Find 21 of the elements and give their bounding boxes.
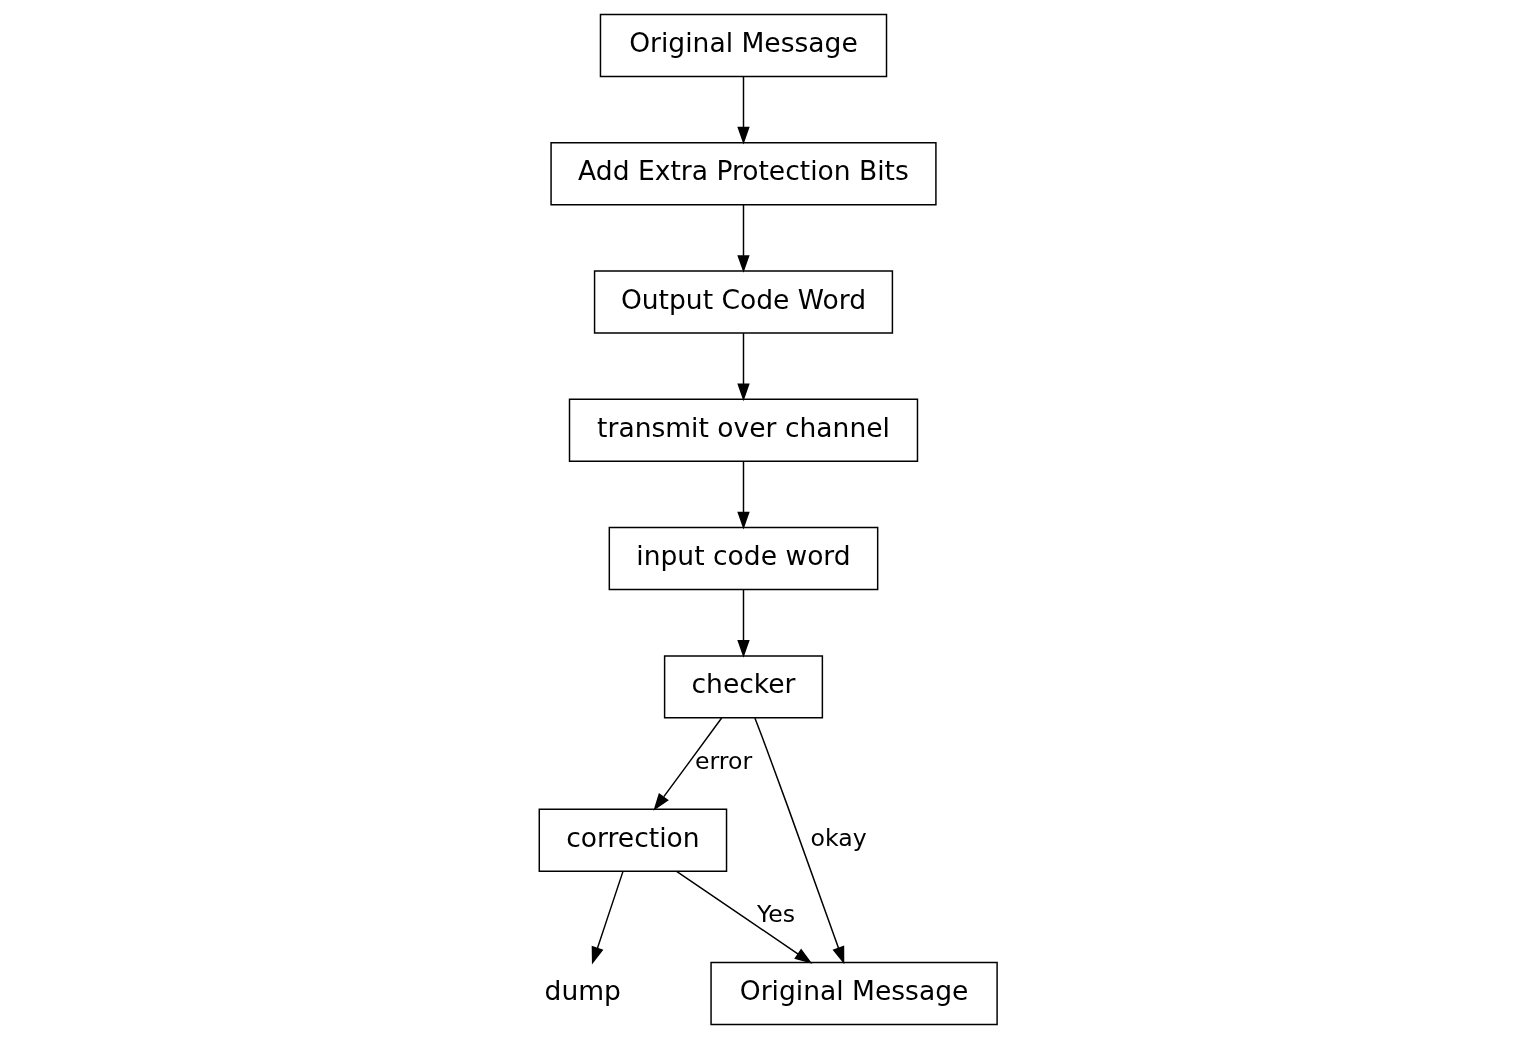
edge-label: Yes: [756, 900, 795, 929]
arrow: [736, 589, 750, 658]
node-box: Output Code Word: [593, 270, 893, 334]
node-box: Add Extra Protection Bits: [549, 142, 937, 206]
edge-label: error: [694, 747, 752, 776]
node-text: dump: [544, 975, 621, 1007]
edge-label: okay: [810, 823, 867, 852]
arrow: [591, 870, 624, 965]
node-box: input code word: [608, 526, 878, 591]
arrow: [736, 460, 750, 530]
node-box: correction: [538, 808, 727, 872]
arrow: [753, 717, 844, 965]
node-box: checker: [663, 655, 823, 719]
arrow: [675, 870, 812, 964]
arrow: [736, 75, 750, 145]
node-box: Original Message: [709, 961, 998, 1026]
node-box: transmit over channel: [568, 398, 918, 462]
arrow: [652, 717, 722, 811]
arrow: [736, 204, 750, 273]
node-box: Original Message: [599, 13, 887, 78]
arrow: [736, 332, 750, 402]
